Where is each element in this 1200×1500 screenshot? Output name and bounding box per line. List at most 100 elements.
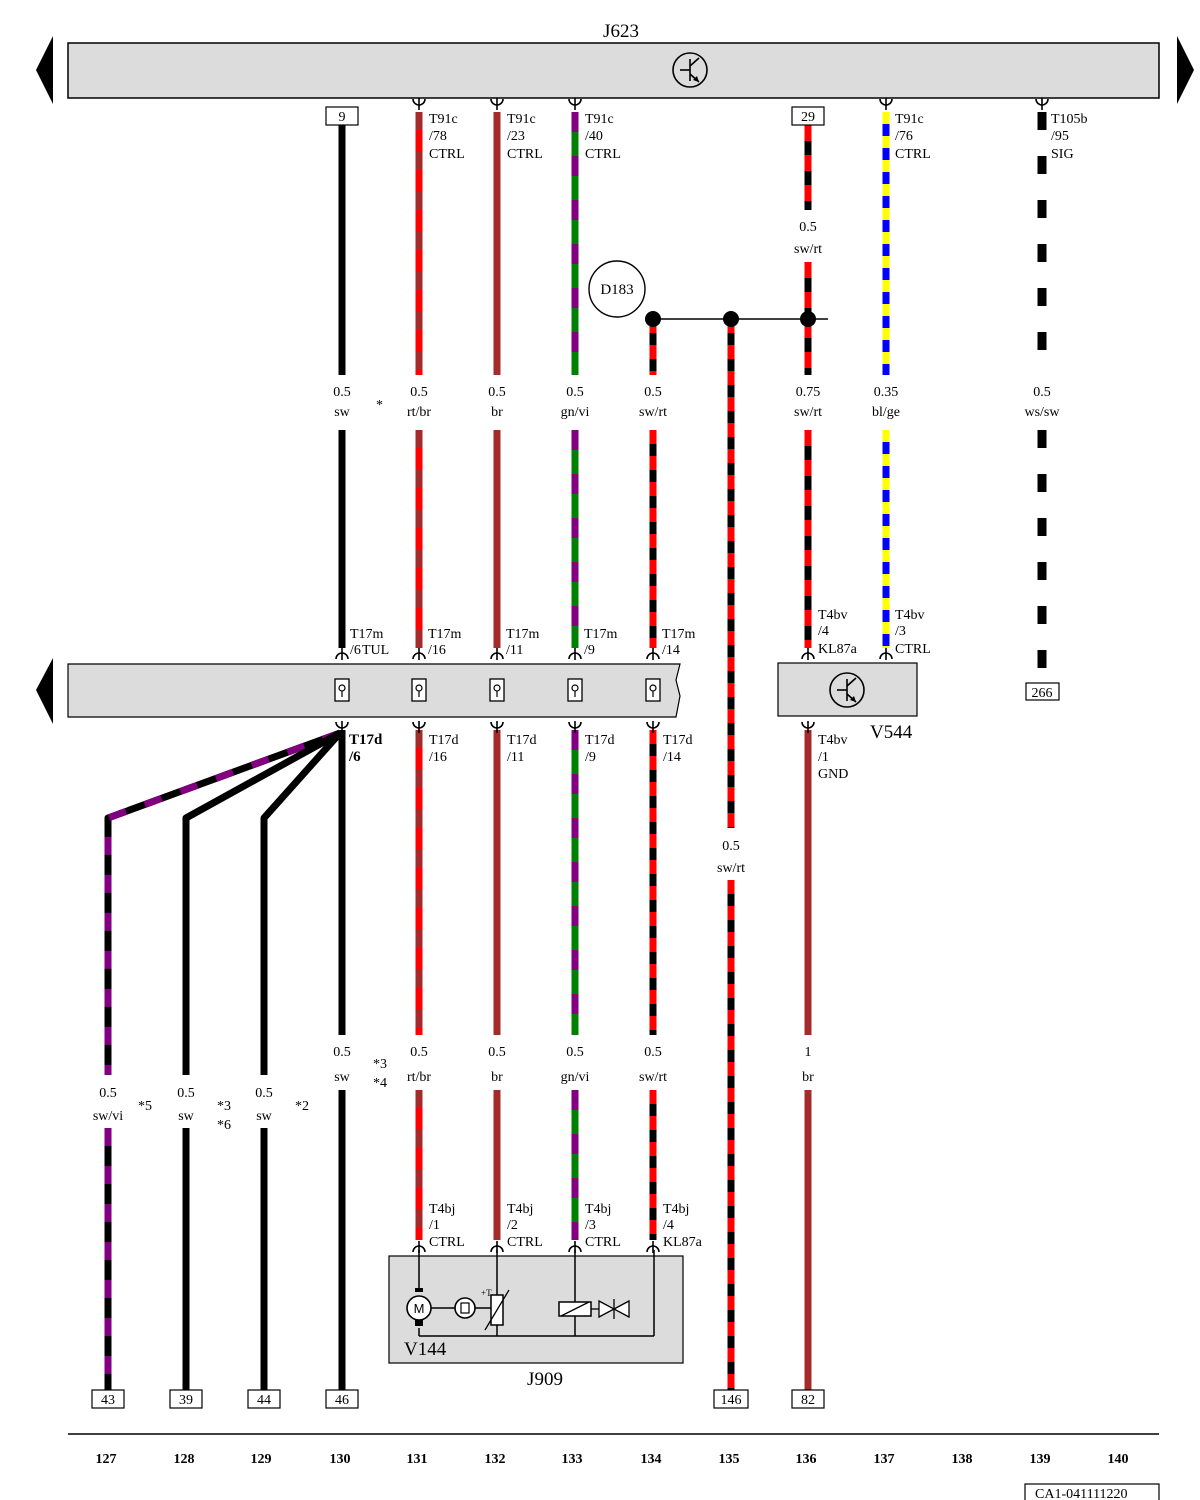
wire-131-bottom-gauge: 0.5 [410,1045,428,1060]
wire-137-mid-pin-number: /3 [895,624,906,639]
wire-134-bottom-pin-number: /4 [663,1218,674,1233]
wire-136-lower-pin-signal: GND [818,767,848,782]
wire-133-bottom-color: gn/vi [561,1070,590,1085]
branch-128-color: sw [178,1109,194,1124]
wire-131-lower-pin-name: T17d [429,733,459,748]
wire-130-lower-pin-number: /6 [348,749,361,765]
j909-internal-circuit: M +T [406,1250,655,1337]
motor-icon: M [406,1288,455,1326]
wire-132-top-gauge: 0.5 [488,385,506,400]
wire-130-bottom-color: sw [334,1070,350,1085]
wire-132-mid-pin-name: T17m [506,627,540,642]
top-bus-pin [412,98,426,110]
wire-131-top-pin-signal: CTRL [429,147,465,162]
wire-139-top-color: ws/sw [1024,405,1060,420]
wire-131-lower-pin-number: /16 [429,750,447,765]
v144-label: V144 [404,1339,447,1360]
v544-label: V544 [870,722,913,743]
wire-136-bottom-gauge: 1 [805,1045,812,1060]
wire-132-bottom-pin-name: T4bj [507,1202,533,1217]
ref-box-46[interactable]: 46 [335,1393,349,1408]
column-number: 132 [485,1452,506,1467]
wire-131-bottom-color: rt/br [407,1070,431,1085]
branch-127[interactable] [104,729,342,1075]
ref-box-39[interactable]: 39 [179,1393,193,1408]
wire-133-mid-pin-name: T17m [584,627,618,642]
ref-box-top-9[interactable]: 9 [339,110,346,125]
ref-box-146[interactable]: 146 [721,1393,742,1408]
wire-136-top-color: sw/rt [794,405,822,420]
middle-bar-fuse-icon [489,678,505,702]
top-bus: J623 [36,21,1194,104]
middle-bar-fuse-icon [411,678,427,702]
column-number: 134 [641,1452,662,1467]
branch-127-note: *5 [138,1099,152,1114]
wire-137-mid-pin-signal: CTRL [895,642,931,657]
column-number: 128 [174,1452,195,1467]
right-continue-arrow-icon[interactable] [1177,36,1194,104]
wire-134-mid-pin-number: /14 [662,643,680,658]
wire-137-top-pin-signal: CTRL [895,147,931,162]
wire-134-lower-pin-number: /14 [663,750,681,765]
wire-133-bottom-gauge: 0.5 [566,1045,584,1060]
v544-pin [879,648,893,660]
wire-132-top-pin-number: /23 [507,129,525,144]
wire-134-top-color: sw/rt [639,405,667,420]
middle-bar-pin-bottom [490,721,504,733]
ref-box-top-29[interactable]: 29 [801,110,815,125]
column-number: 133 [562,1452,583,1467]
middle-bar-pin-bottom [412,721,426,733]
top-bus-pin [568,98,582,110]
wire-137-top-gauge: 0.35 [874,385,899,400]
j909-pin [646,1241,660,1253]
middle-bar-fuse-icon [567,678,583,702]
wire-130-top-color: sw [334,405,350,420]
wire-135-color: sw/rt [717,861,745,876]
wire-133-bottom-pin-name: T4bj [585,1202,611,1217]
ref-box-266[interactable]: 266 [1032,686,1053,701]
splice-node [645,311,661,327]
wire-134-bottom-gauge: 0.5 [644,1045,662,1060]
branch-128[interactable] [182,729,342,1075]
wire-layer [104,98,1049,1390]
v544-component[interactable]: V544 [777,662,918,743]
wire-130-note-b: *4 [373,1076,387,1091]
ref-box-44[interactable]: 44 [257,1393,271,1408]
control-unit-symbol-icon [672,52,708,88]
wire-136-mid-pin-number: /4 [818,624,829,639]
wire-130-mid-pin-name: T17m [350,627,384,642]
wire-131-top-pin-number: /78 [429,129,447,144]
wire-133-bottom-pin-signal: CTRL [585,1235,621,1250]
wire-135-gauge: 0.5 [722,839,740,854]
middle-bar-pin-top [412,648,426,660]
wire-130-lower-pin-name: T17d [349,732,383,748]
left-continue-arrow-icon[interactable] [36,36,53,104]
footer-code-box [1024,1483,1160,1500]
wire-130-note: * [376,398,383,413]
top-bus-pin [490,98,504,110]
ref-box-43[interactable]: 43 [101,1393,115,1408]
wire-136-top-gauge: 0.75 [796,385,821,400]
wire-136-lower-pin-number: /1 [818,750,829,765]
wire-132-bottom-color: br [491,1070,503,1085]
sensor-icon [454,1297,491,1319]
j909-component[interactable]: J909 V144 [388,1255,684,1390]
middle-bar-pin-top [646,648,660,660]
wire-134-mid-pin-name: T17m [662,627,696,642]
top-bus-pin [879,98,893,110]
wire-136-lower-pin-name: T4bv [818,733,848,748]
top-bus-box [67,42,1160,99]
splice-node [800,311,816,327]
ref-box-82[interactable]: 82 [801,1393,815,1408]
column-number: 137 [874,1452,895,1467]
branch-128-gauge: 0.5 [177,1086,195,1101]
thermistor-icon: +T [481,1288,510,1331]
middle-left-arrow-icon[interactable] [36,658,53,724]
wire-133-top-pin-signal: CTRL [585,147,621,162]
wire-132-bottom-pin-signal: CTRL [507,1235,543,1250]
wire-132-top-color: br [491,405,503,420]
branch-129[interactable] [260,730,343,1075]
